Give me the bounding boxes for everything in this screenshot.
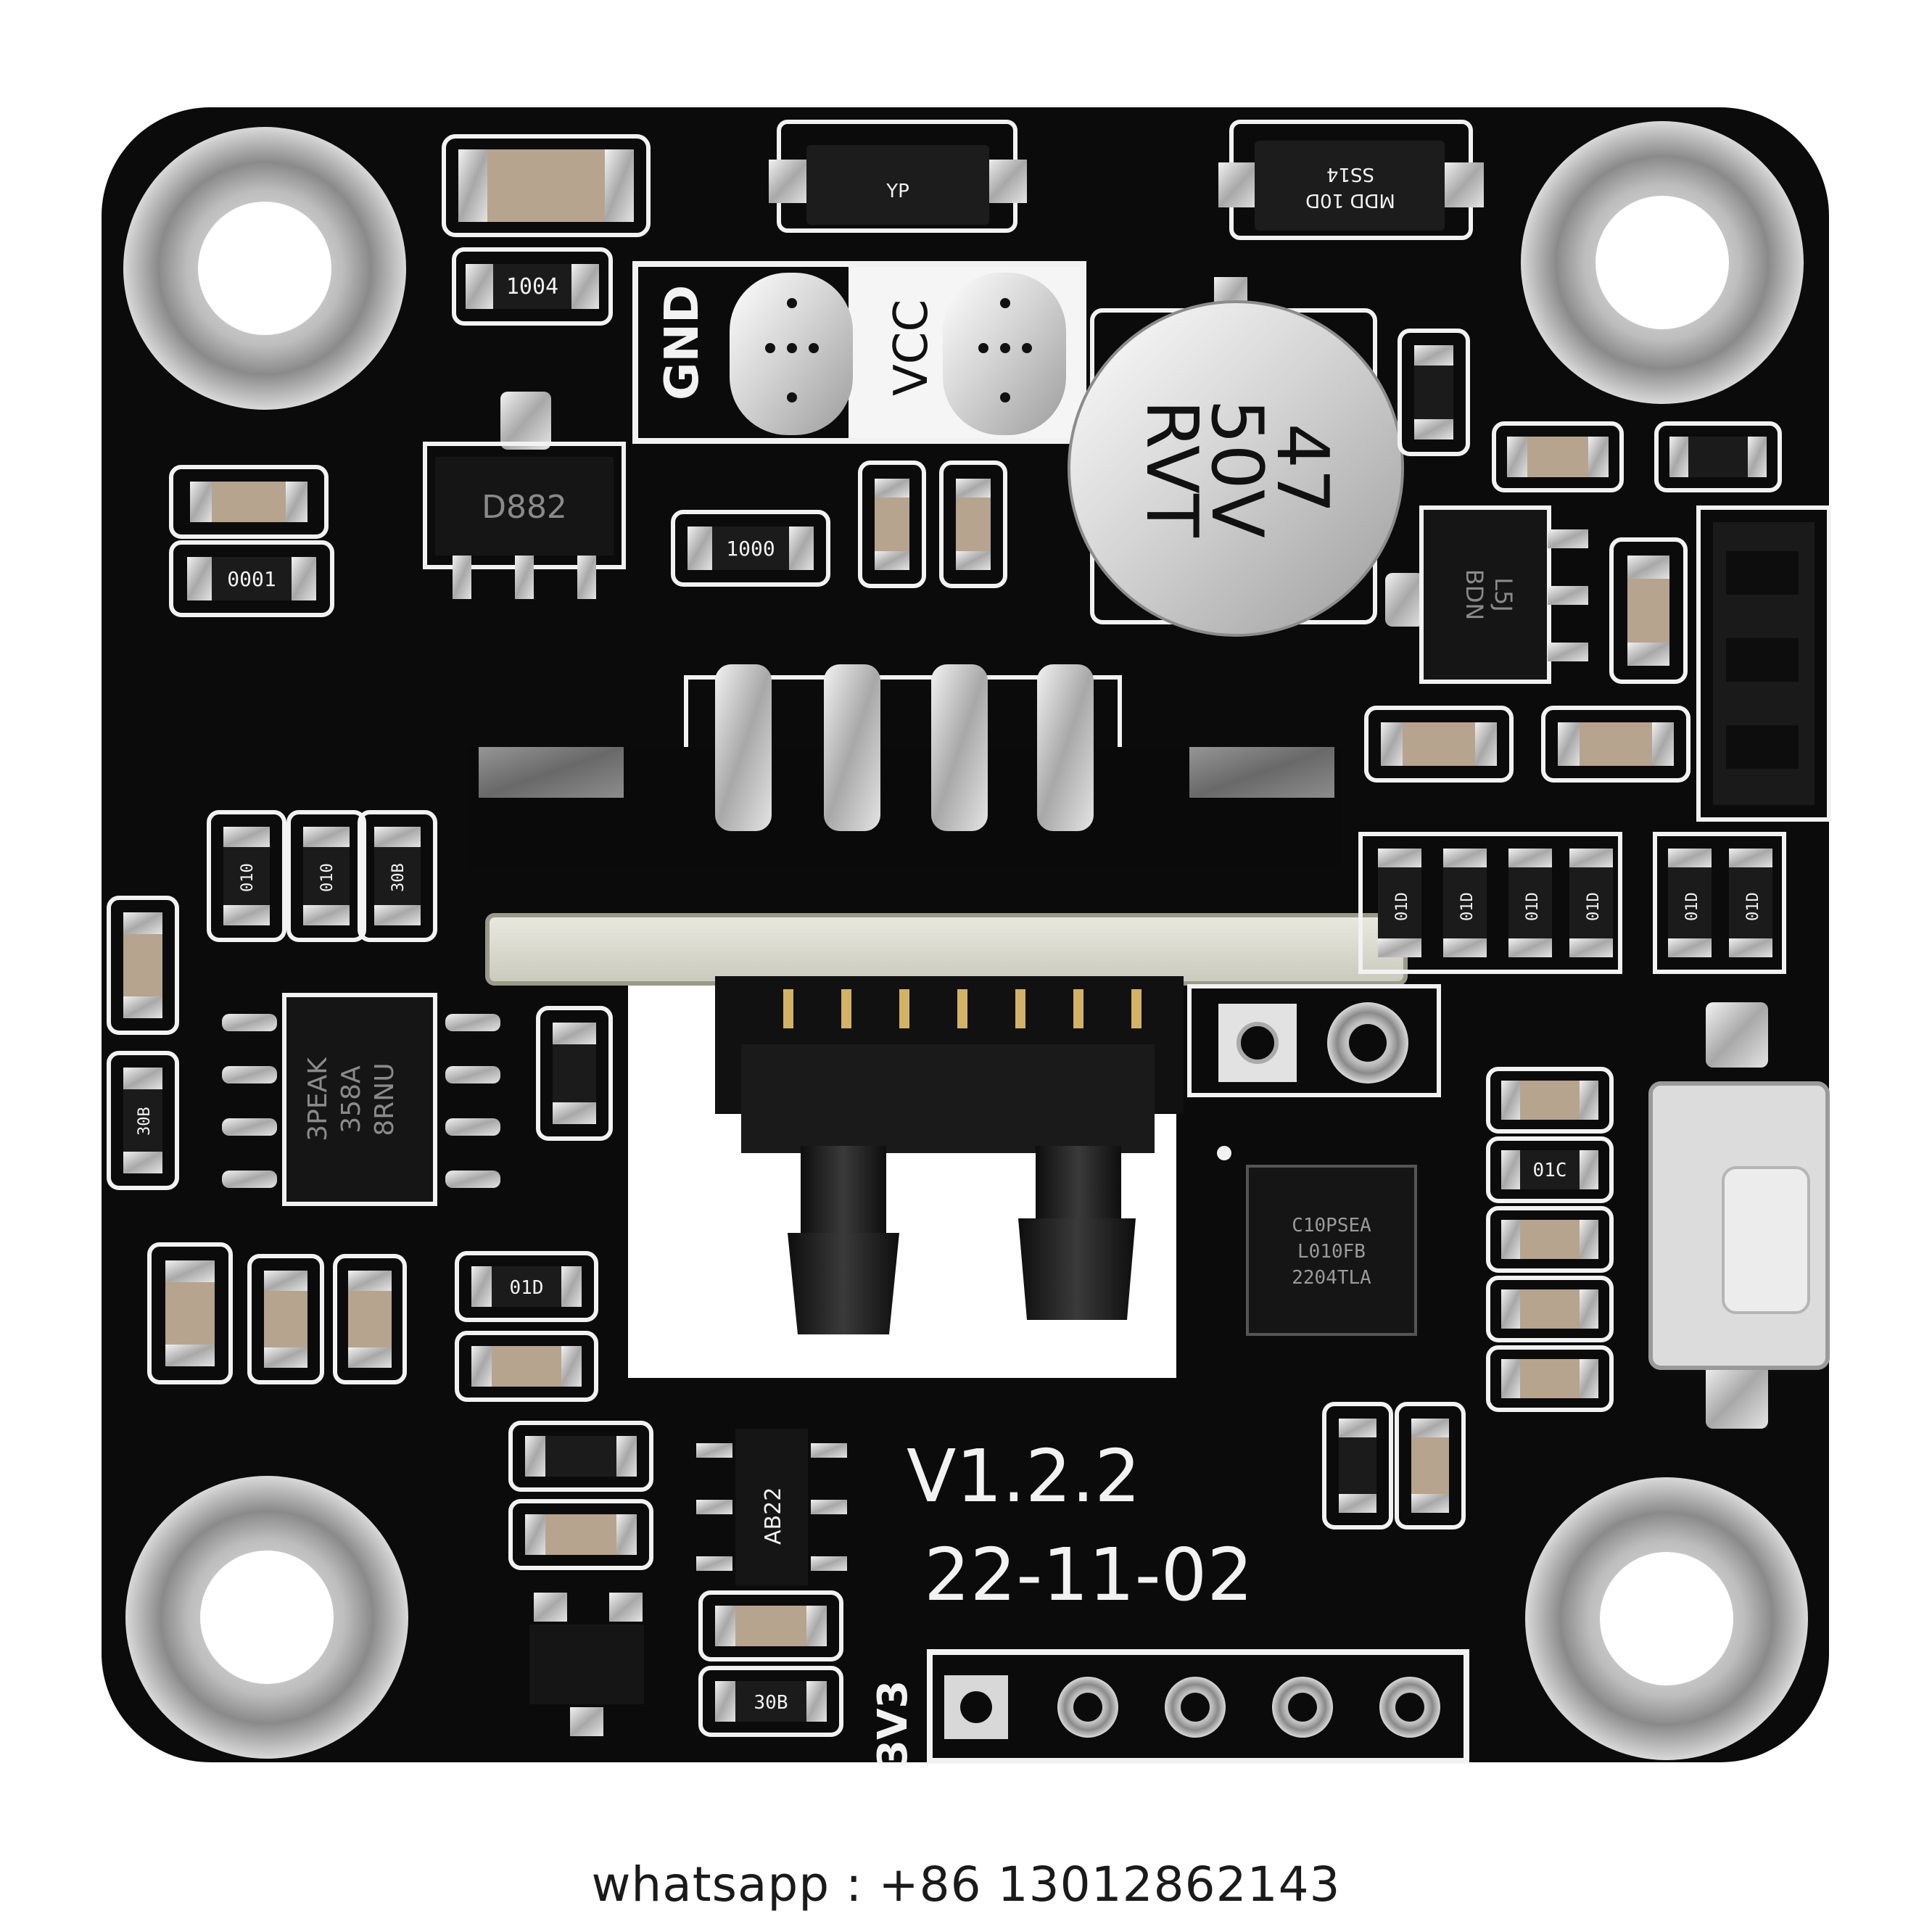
qfn-line2: L010FB (1297, 1241, 1366, 1263)
mounting-hole-top-left (123, 127, 406, 410)
date-label: 22-11-02 (924, 1532, 1253, 1617)
resistor-column-right-2-code: 01C (1533, 1160, 1567, 1181)
resistor-010-b: 010 (286, 810, 366, 942)
resistor-1000: 1000 (671, 510, 830, 587)
capacitor-right-1 (1492, 421, 1624, 492)
capacitor-bottom-left-2 (247, 1254, 324, 1384)
d882-marking: D882 (482, 489, 567, 526)
resistor-01d-b (508, 1421, 653, 1492)
mounting-hole-top-right (1521, 121, 1804, 404)
opamp-358a: 3PEAK 358A 8RNU (222, 993, 500, 1206)
capacitor-column-right-5 (1486, 1345, 1614, 1412)
array-r2-code: 01D (1458, 892, 1477, 921)
capacitor-bottom-left-1 (147, 1242, 233, 1384)
capacitor-bottom-left-3 (333, 1254, 407, 1384)
transistor-d882: D882 (423, 392, 626, 599)
two-pin-header (1187, 984, 1441, 1097)
diode-ss14: MDD 10D SS14 (1218, 120, 1484, 240)
mounting-hole-bottom-left (125, 1476, 408, 1759)
array-r3-code: 01D (1524, 892, 1542, 921)
resistor-1004: 1004 (452, 247, 613, 326)
resistor-0001-code: 0001 (227, 567, 276, 591)
resistor-column-right-2: 01C (1486, 1136, 1614, 1203)
header-3v3-label: 3V3 (870, 1680, 917, 1768)
vcc-pad (943, 273, 1066, 435)
qfn-chip: C10PSEA L010FB 2204TLA (1217, 1146, 1417, 1336)
array-r1-code: 01D (1393, 892, 1411, 921)
resistor-01d-a: 01D (455, 1251, 598, 1322)
resistor-30b-left-code: 30B (136, 1107, 154, 1136)
gnd-pad (730, 273, 853, 435)
capacitor-bottom-mid-3 (698, 1590, 843, 1661)
resistor-30b-left: 30B (107, 1051, 179, 1190)
opamp-line3: 8RNU (370, 1062, 400, 1136)
capacitor-small-1 (858, 461, 926, 588)
tactile-button[interactable] (1648, 1002, 1830, 1429)
side-connector-right (1696, 505, 1831, 822)
gnd-label: GND (656, 285, 709, 400)
capacitor-series: RVT (1130, 400, 1213, 538)
diode-ss14-line1: MDD 10D (1305, 189, 1395, 211)
resistor-01d-a-code: 01D (510, 1277, 544, 1299)
resistor-array-right: 01D 01D 01D 01D 01D 01D (1358, 832, 1786, 974)
array-r5-code: 01D (1683, 892, 1701, 921)
regulator-line2: BDN (1461, 569, 1488, 621)
opamp-line2: 358A (337, 1065, 366, 1134)
capacitor-opamp-side (536, 1006, 613, 1141)
resistor-1004-code: 1004 (506, 274, 558, 300)
regulator-l5j: L5J BDN (1385, 505, 1588, 684)
resistor-0001: 0001 (169, 540, 334, 617)
resistor-30b-a: 30B (358, 810, 437, 942)
resistor-30b-bottom-code: 30B (754, 1692, 788, 1714)
capacitor-small-2 (939, 461, 1007, 588)
capacitor-right-vertical (1609, 537, 1688, 684)
diode-yp-marking: YP (886, 181, 909, 202)
sot-bottom-left (529, 1593, 644, 1736)
qfn-line1: C10PSEA (1292, 1215, 1371, 1237)
power-terminal: GND VCC (632, 261, 1086, 444)
array-r6-code: 01D (1744, 892, 1762, 921)
capacitor-left-vertical (107, 896, 179, 1035)
resistor-1000-code: 1000 (726, 537, 775, 561)
resistor-010-b-code: 010 (318, 863, 337, 892)
capacitor-row-2 (1541, 706, 1690, 783)
opamp-line1: 3PEAK (303, 1057, 333, 1142)
diode-yp: YP (769, 120, 1027, 233)
capacitor-mid-bottom (455, 1331, 598, 1402)
resistor-bottom-right-1 (1322, 1402, 1393, 1530)
capacitor-left-1 (169, 465, 329, 539)
electrolytic-capacitor: 47 50V RVT (1068, 277, 1404, 637)
ceramic-capacitor-top (442, 134, 651, 237)
array-r4-code: 01D (1585, 892, 1603, 921)
capacitor-voltage: 50V (1195, 399, 1278, 538)
resistor-30b-bottom: 30B (698, 1666, 843, 1737)
pin-header-3v3: 3V3 (870, 1649, 1469, 1768)
capacitor-value: 47 (1260, 424, 1343, 514)
capacitor-column-right-4 (1486, 1276, 1614, 1342)
capacitor-row-1 (1364, 706, 1514, 783)
button-cap[interactable] (1722, 1166, 1810, 1314)
vcc-label: VCC (885, 300, 938, 396)
capacitor-bottom-right-2 (1395, 1402, 1466, 1530)
sensor-module (467, 664, 1408, 1334)
resistor-30b-a-code: 30B (389, 863, 408, 892)
mounting-hole-bottom-right (1525, 1477, 1808, 1760)
capacitor-column-right-1 (1486, 1067, 1614, 1134)
resistor-010-a-code: 010 (239, 863, 257, 892)
capacitor-bottom-mid-2 (508, 1499, 653, 1570)
whatsapp-caption: whatsapp : +86 13012862143 (591, 1857, 1341, 1912)
resistor-010-a: 010 (207, 810, 286, 942)
regulator-line1: L5J (1490, 577, 1517, 612)
capacitor-column-right-3 (1486, 1206, 1614, 1273)
diode-ss14-line2: SS14 (1326, 163, 1374, 185)
sot-ab22: AB22 (696, 1429, 847, 1585)
version-label: V1.2.2 (907, 1434, 1141, 1519)
capacitor-right-tall (1398, 329, 1470, 456)
qfn-line3: 2204TLA (1292, 1267, 1371, 1289)
resistor-right-01 (1654, 421, 1782, 492)
sot-ab22-marking: AB22 (761, 1487, 786, 1545)
